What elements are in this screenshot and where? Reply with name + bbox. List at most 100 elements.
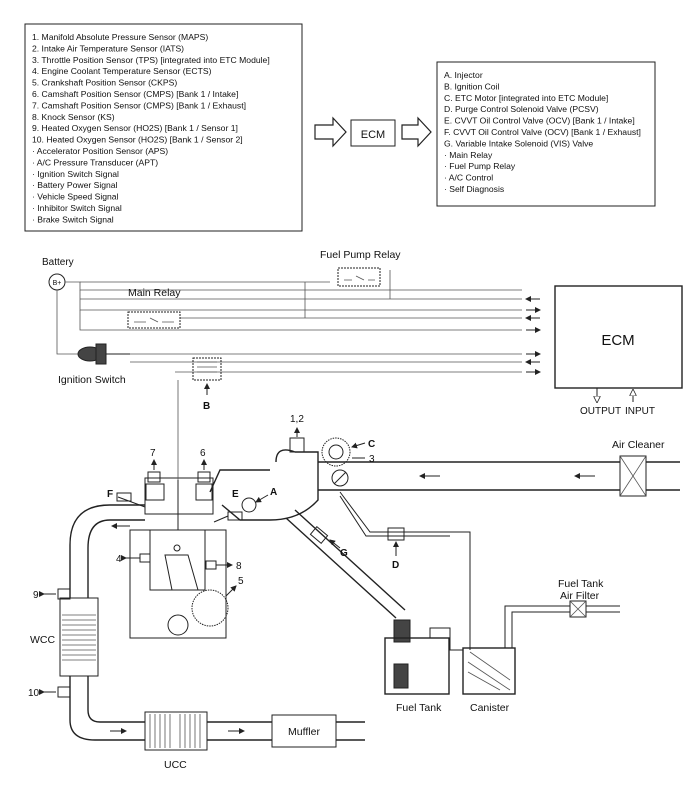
input-list: 1. Manifold Absolute Pressure Sensor (MA… [32, 32, 270, 224]
output-list-box [436, 61, 656, 207]
input-list-item: · Battery Power Signal [32, 180, 118, 190]
battery-label: Battery [42, 257, 74, 268]
input-list-item: 1. Manifold Absolute Pressure Sensor (MA… [32, 32, 208, 42]
pcsv [387, 527, 405, 541]
output-list-item: E. CVVT Oil Control Valve (OCV) [Bank 1 … [444, 116, 635, 126]
ignition-coil [192, 357, 222, 381]
air-cleaner-inlet [646, 461, 680, 491]
ecm-unit-label: ECM [601, 332, 634, 349]
label-B: B [203, 401, 210, 412]
label-F: F [107, 489, 113, 500]
cmps-exhaust [147, 471, 161, 483]
ucc-label: UCC [164, 759, 187, 771]
ocv-exhaust [116, 492, 132, 502]
ocv-e-line [213, 515, 229, 523]
throttle-plate [333, 471, 347, 485]
output-list-item: F. CVVT Oil Control Valve (OCV) [Bank 1 … [444, 127, 641, 137]
cam-intake [195, 483, 213, 501]
ho2s-1 [57, 588, 71, 600]
output-list-item: B. Ignition Coil [444, 81, 500, 91]
ecm-unit [554, 285, 683, 389]
input-list-item: · Ignition Switch Signal [32, 169, 119, 179]
wcc [59, 597, 99, 677]
ckps-arrow [225, 585, 237, 597]
air-cleaner-element [619, 455, 647, 497]
input-list-box [24, 23, 303, 232]
input-list-item: 6. Camshaft Position Sensor (CMPS) [Bank… [32, 89, 238, 99]
fuel-tank-air-filter-label-2: Air Filter [560, 590, 600, 602]
throttle-valve [331, 469, 349, 487]
air-cleaner-label: Air Cleaner [612, 439, 665, 451]
etc-arrow [351, 442, 366, 449]
canister-label: Canister [470, 702, 510, 714]
label-10: 10 [28, 688, 40, 699]
input-list-item: 9. Heated Oxygen Sensor (HO2S) [Bank 1 /… [32, 123, 238, 133]
input-list-item: 3. Throttle Position Sensor (TPS) [integ… [32, 55, 270, 65]
muffler [271, 714, 337, 748]
air-filter-x [569, 600, 587, 618]
crank-wheel [191, 589, 229, 627]
ucc [144, 711, 208, 751]
tail-pipe [207, 721, 272, 741]
canister-vent-line [504, 605, 570, 648]
ignition-coil-windings [197, 361, 217, 373]
fuel-pump-relay-switch [344, 275, 375, 281]
input-list-item: 2. Intake Air Temperature Sensor (IATS) [32, 43, 184, 53]
label-E: E [232, 489, 239, 500]
muffler-outlet [336, 721, 365, 741]
ecm-box-label: ECM [361, 129, 385, 141]
ocv-intake [227, 511, 243, 521]
main-relay [127, 311, 181, 329]
label-3: 3 [369, 454, 375, 465]
fuel-tank-label: Fuel Tank [396, 702, 442, 714]
etc-motor [321, 437, 351, 467]
cylinder [149, 529, 206, 591]
label-A: A [270, 487, 277, 498]
output-list-item: G. Variable Intake Solenoid (VIS) Valve [444, 138, 593, 148]
input-list-item: · A/C Pressure Transducer (APT) [32, 157, 158, 167]
label-1-2: 1,2 [290, 414, 304, 425]
wire-main [65, 281, 522, 291]
input-label: INPUT [625, 406, 655, 417]
vis-valve [309, 525, 329, 545]
input-list-item: · Brake Switch Signal [32, 214, 114, 224]
fuel-pump-relay-label: Fuel Pump Relay [320, 249, 401, 261]
ho2s-2 [57, 686, 71, 698]
wire-5 [56, 290, 522, 355]
output-list-item: D. Purge Control Solenoid Valve (PCSV) [444, 104, 599, 114]
wcc-substrate [62, 614, 96, 661]
fuel-tank-air-filter [569, 600, 587, 618]
exhaust-manifold [69, 504, 145, 598]
label-6: 6 [200, 448, 206, 459]
input-list-item: 5. Crankshaft Position Sensor (CKPS) [32, 78, 177, 88]
label-8: 8 [236, 561, 242, 572]
muffler-label: Muffler [288, 726, 320, 738]
air-filter-outlet [586, 605, 620, 613]
wire-4 [79, 310, 522, 331]
fuel-pump-module [393, 663, 409, 689]
output-list-item: · Main Relay [444, 150, 493, 160]
label-4: 4 [116, 554, 122, 565]
output-list-item: A. Injector [444, 70, 483, 80]
label-5: 5 [238, 576, 244, 587]
tank-vent [429, 627, 463, 651]
injector-arrow [255, 494, 269, 503]
battery-terminal-label: B+ [53, 280, 62, 287]
ignition-switch-body [95, 343, 107, 365]
etc-motor-hub [328, 444, 344, 460]
input-list-item: · Inhibitor Switch Signal [32, 203, 122, 213]
ignition-switch-label: Ignition Switch [58, 374, 126, 386]
ects-sensor [139, 553, 151, 563]
injector-nozzle [241, 497, 257, 513]
input-list-item: 10. Heated Oxygen Sensor (HO2S) [Bank 1 … [32, 135, 243, 145]
label-9: 9 [33, 590, 39, 601]
canister [462, 647, 516, 695]
fuel-pump-relay [337, 267, 381, 287]
intake-pipe [318, 461, 620, 491]
fuel-tank-air-filter-label-1: Fuel Tank [558, 578, 604, 590]
ucc-substrate [149, 714, 201, 748]
output-list-item: · Fuel Pump Relay [444, 161, 516, 171]
output-list-item: · Self Diagnosis [444, 184, 504, 194]
